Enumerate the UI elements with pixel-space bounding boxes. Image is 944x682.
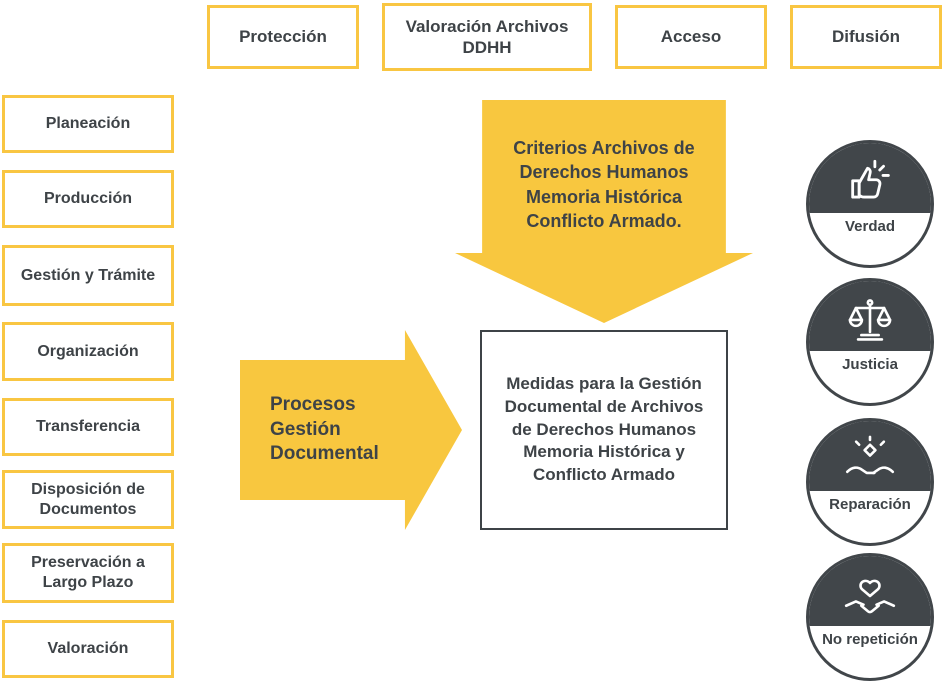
handshake-heart-icon: [844, 579, 896, 614]
measures-box-text: Medidas para la Gestión Documental de Ar…: [504, 373, 704, 485]
pillar-label: No repetición: [822, 630, 918, 648]
pillar-label: Verdad: [844, 217, 896, 235]
step-box-produccion: Producción: [2, 170, 174, 228]
pillar-label: Reparación: [829, 495, 911, 513]
step-box-planeacion: Planeación: [2, 95, 174, 153]
process-arrow-text: Procesos Gestión Documental: [270, 393, 379, 465]
top-box-proteccion: Protección: [207, 5, 359, 69]
step-box-label: Valoración: [47, 640, 129, 657]
top-box-label: Difusión: [832, 27, 900, 47]
giving-hands-icon: [845, 435, 895, 474]
step-box-disposicion-de-documentos: Disposición de Documentos: [2, 470, 174, 529]
pillar-label: Justicia: [842, 355, 898, 373]
measures-box: Medidas para la Gestión Documental de Ar…: [480, 330, 728, 530]
process-right-arrow: Procesos Gestión Documental: [240, 330, 462, 530]
top-box-label: Valoración Archivos DDHH: [405, 16, 569, 57]
top-box-label: Acceso: [660, 27, 722, 47]
step-box-label: Planeación: [45, 115, 131, 132]
step-box-transferencia: Transferencia: [2, 398, 174, 456]
top-box-valoracion-archivos-ddhh: Valoración Archivos DDHH: [382, 3, 592, 71]
pillar-reparacion: Reparación: [806, 418, 934, 546]
step-box-label: Transferencia: [35, 418, 141, 435]
pillar-icon-area: [809, 421, 931, 491]
criteria-arrow-text: Criterios Archivos de Derechos Humanos M…: [513, 138, 695, 231]
step-box-label: Gestión y Trámite: [20, 266, 156, 284]
step-box-label: Producción: [43, 190, 132, 207]
top-box-label: Protección: [239, 27, 327, 47]
step-box-preservacion-a-largo-plazo: Preservación a Largo Plazo: [2, 543, 174, 603]
criteria-down-arrow: Criterios Archivos de Derechos Humanos M…: [455, 100, 753, 323]
step-box-gestion-y-tramite: Gestión y Trámite: [2, 245, 174, 306]
top-box-acceso: Acceso: [615, 5, 767, 69]
pillar-icon-area: [809, 556, 931, 626]
thumbs-up-icon: [851, 159, 890, 199]
step-box-label: Organización: [37, 342, 139, 360]
step-box-valoracion: Valoración: [2, 620, 174, 678]
top-box-difusion: Difusión: [790, 5, 942, 69]
pillar-icon-area: [809, 143, 931, 213]
step-box-organizacion: Organización: [2, 322, 174, 381]
step-box-label: Disposición de Documentos: [31, 480, 145, 518]
pillar-icon-area: [809, 281, 931, 351]
justice-scales-icon: [848, 298, 892, 341]
pillar-verdad: Verdad: [806, 140, 934, 268]
pillar-no-repeticion: No repetición: [806, 553, 934, 681]
step-box-label: Preservación a Largo Plazo: [31, 554, 145, 591]
pillar-justicia: Justicia: [806, 278, 934, 406]
